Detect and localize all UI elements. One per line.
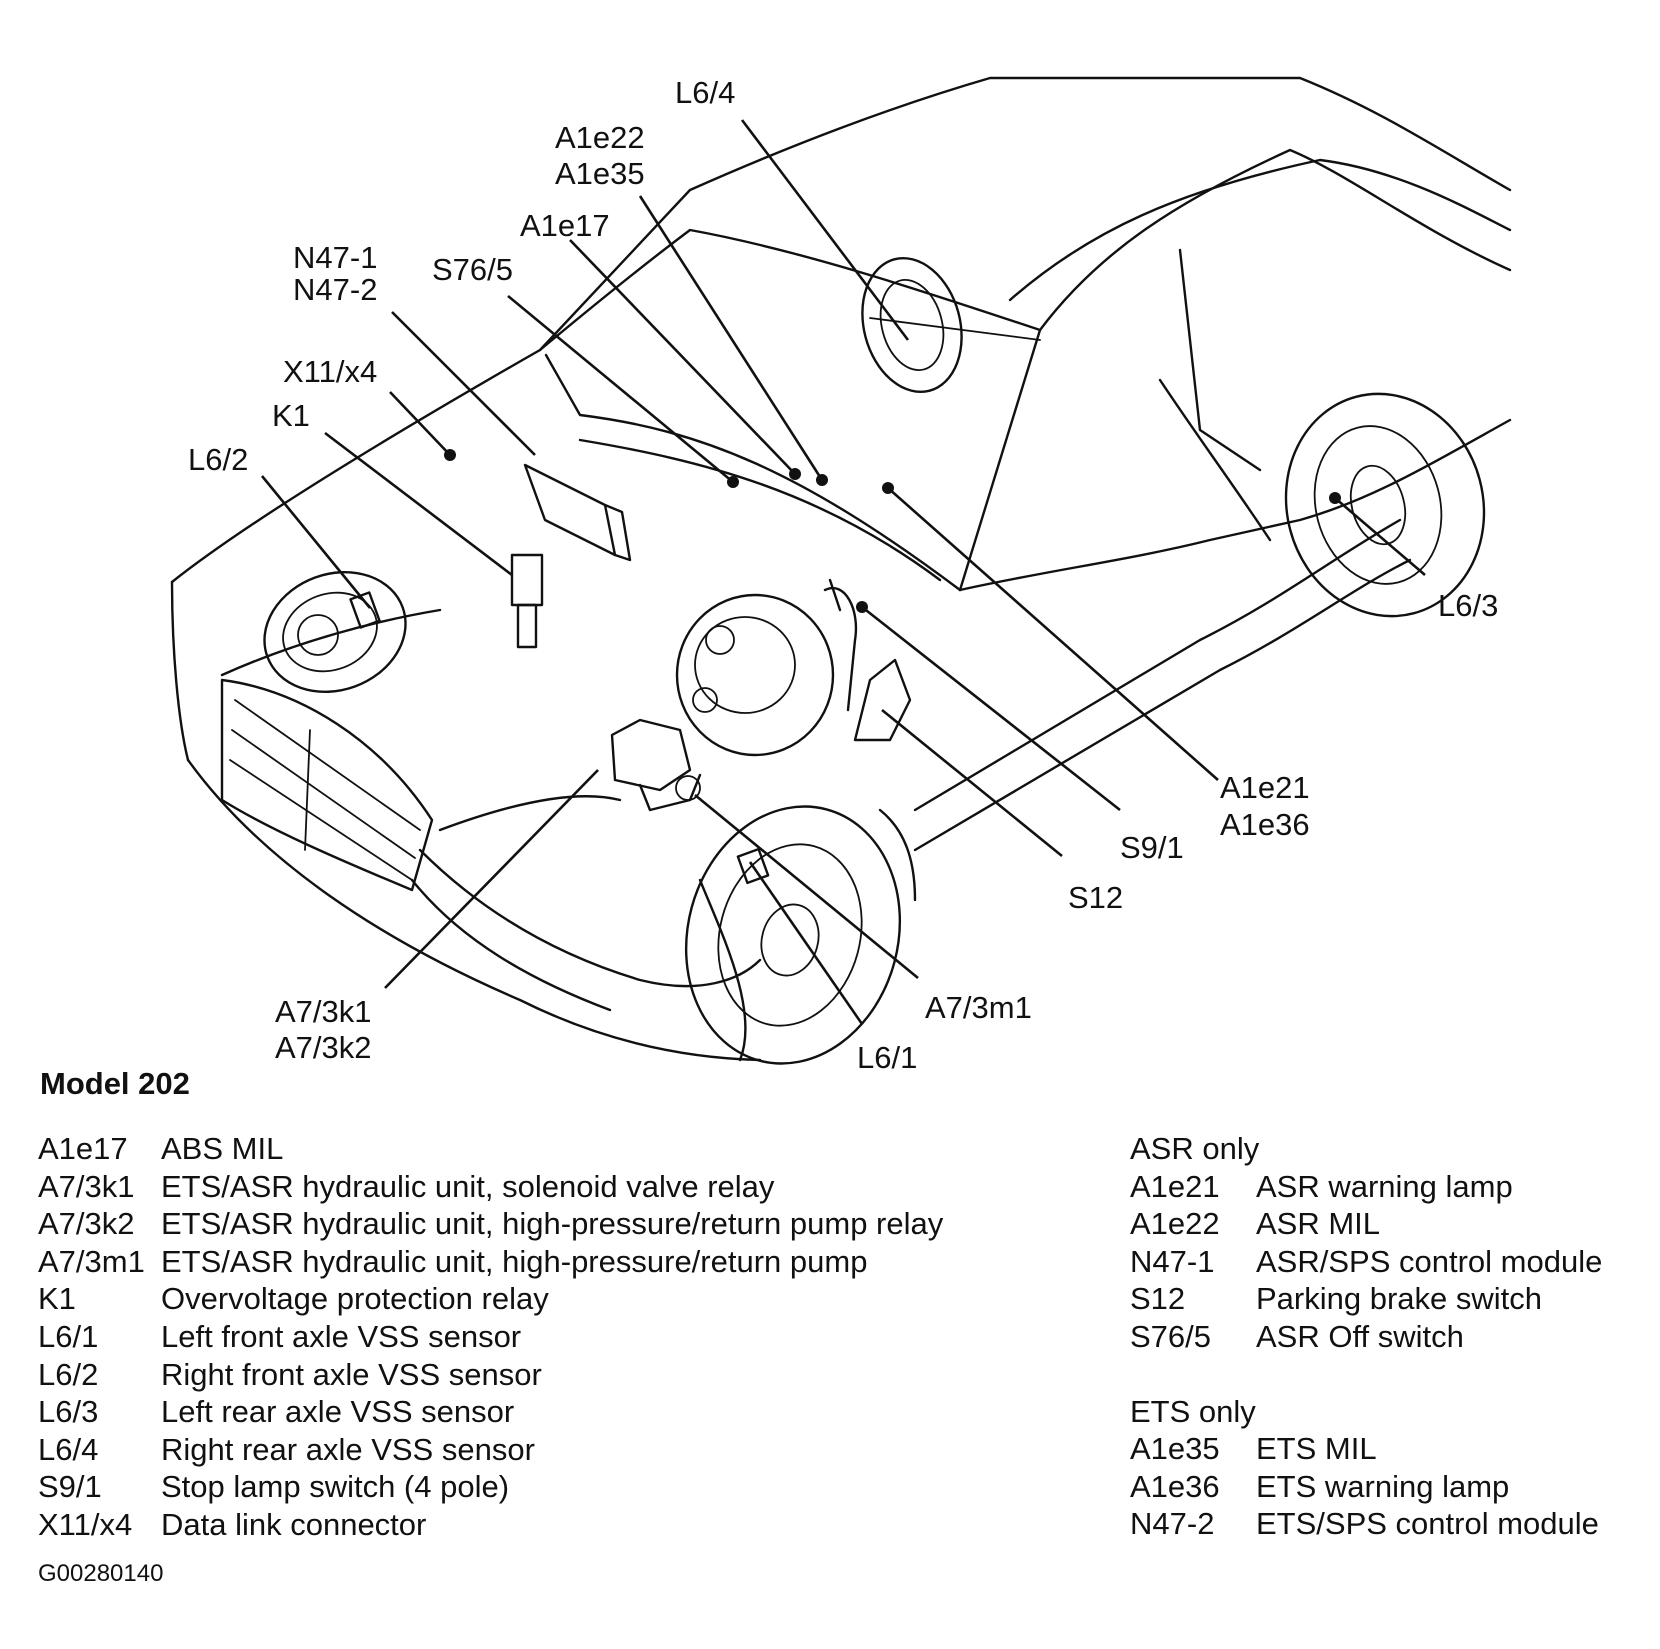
- legend-code: A1e21: [1130, 1168, 1220, 1204]
- car-component-diagram: L6/4 A1e22 A1e35 A1e17 N47-1 N47-2 S76/5…: [170, 75, 1512, 1075]
- callout-A7-3k1: A7/3k1: [275, 994, 372, 1029]
- legend-desc: Overvoltage protection relay: [161, 1281, 549, 1317]
- legend-row: L6/3 Left rear axle VSS sensor: [38, 1393, 943, 1431]
- callout-labels: L6/4 A1e22 A1e35 A1e17 N47-1 N47-2 S76/5…: [188, 75, 1498, 1075]
- legend-row: A7/3m1 ETS/ASR hydraulic unit, high-press…: [38, 1243, 943, 1281]
- legend-code: A1e35: [1130, 1431, 1220, 1467]
- legend-desc: ETS/SPS control module: [1256, 1506, 1599, 1542]
- legend-row: A1e21 ASR warning lamp: [1130, 1168, 1602, 1206]
- callout-X11-x4: X11/x4: [283, 354, 377, 389]
- legend-code: N47-1: [1130, 1243, 1215, 1279]
- legend-row: A1e17 ABS MIL: [38, 1130, 943, 1168]
- legend-desc: ETS/ASR hydraulic unit, high-pressure/re…: [161, 1206, 944, 1242]
- legend-desc: ASR warning lamp: [1256, 1168, 1513, 1204]
- callout-N47-1: N47-1: [293, 240, 377, 275]
- callout-A1e36: A1e36: [1220, 807, 1310, 842]
- legend-code: A1e17: [38, 1131, 128, 1166]
- legend-desc: Stop lamp switch (4 pole): [161, 1469, 510, 1505]
- legend-row: A1e35 ETS MIL: [1130, 1430, 1602, 1468]
- legend-code: L6/3: [38, 1394, 99, 1430]
- callout-N47-2: N47-2: [293, 272, 377, 307]
- control-module: [523, 463, 632, 562]
- grille: [220, 678, 434, 892]
- ets-group-title: ETS only: [1130, 1393, 1256, 1429]
- legend-row: X11/x4 Data link connector: [38, 1506, 943, 1544]
- callout-A1e21: A1e21: [1220, 770, 1310, 805]
- legend-code: A1e22: [1130, 1206, 1220, 1242]
- legend-desc: Data link connector: [161, 1506, 427, 1542]
- callout-L6-1: L6/1: [857, 1040, 917, 1075]
- legend-row: A7/3k1 ETS/ASR hydraulic unit, solenoid v…: [38, 1168, 943, 1206]
- legend-row: L6/2 Right front axle VSS sensor: [38, 1356, 943, 1394]
- legend-row: L6/1 Left front axle VSS sensor: [38, 1318, 943, 1356]
- legend-row: N47-2 ETS/SPS control module: [1130, 1505, 1602, 1543]
- relay: [510, 553, 544, 649]
- legend-desc: ASR Off switch: [1256, 1318, 1464, 1354]
- legend-row: K1 Overvoltage protection relay: [38, 1280, 943, 1318]
- legend-code: L6/2: [38, 1356, 99, 1392]
- legend-desc: Left rear axle VSS sensor: [161, 1394, 515, 1430]
- callout-A1e35: A1e35: [555, 156, 645, 191]
- legend-code: L6/4: [38, 1431, 99, 1467]
- figure-id: G00280140: [38, 1560, 164, 1587]
- callout-K1: K1: [272, 398, 310, 433]
- callout-A7-3k2: A7/3k2: [275, 1030, 372, 1065]
- model-title: Model 202: [40, 1066, 190, 1101]
- car-body: [170, 76, 1512, 1062]
- legend-row: N47-1 ASR/SPS control module: [1130, 1243, 1602, 1281]
- car-line-drawing: L6/4 A1e22 A1e35 A1e17 N47-1 N47-2 S76/5…: [170, 75, 1512, 1075]
- legend-row: S9/1 Stop lamp switch (4 pole): [38, 1468, 943, 1506]
- pointer-dots: [444, 449, 1341, 613]
- legend-code: A1e36: [1130, 1468, 1220, 1504]
- legend-desc: ETS MIL: [1256, 1431, 1377, 1467]
- legend-code: X11/x4: [38, 1506, 133, 1542]
- leader-lines: [260, 119, 1426, 1025]
- asr-group-title: ASR only: [1130, 1131, 1260, 1166]
- legend-row: S12 Parking brake switch: [1130, 1280, 1602, 1318]
- legend-desc: ETS/ASR hydraulic unit, solenoid valve r…: [161, 1168, 775, 1204]
- legend-code: N47-2: [1130, 1506, 1215, 1542]
- legend-code: L6/1: [38, 1318, 99, 1354]
- group-spacer: [1130, 1356, 1602, 1393]
- legend-code: S76/5: [1130, 1318, 1212, 1354]
- parking-brake-switch: [853, 658, 912, 742]
- legend-desc: ABS MIL: [161, 1131, 284, 1166]
- legend-row: A1e22 ASR MIL: [1130, 1205, 1602, 1243]
- callout-A1e22: A1e22: [555, 120, 645, 155]
- legend-desc: Parking brake switch: [1256, 1281, 1543, 1317]
- legend-code: S12: [1130, 1281, 1186, 1317]
- legend-desc: Right front axle VSS sensor: [161, 1356, 542, 1392]
- legend-code: K1: [38, 1281, 76, 1317]
- legend-code: S9/1: [38, 1469, 102, 1505]
- callout-L6-3: L6/3: [1438, 588, 1498, 623]
- legend-row: A7/3k2 ETS/ASR hydraulic unit, high-press…: [38, 1205, 943, 1243]
- hydraulic-unit: [610, 718, 702, 812]
- callout-S12: S12: [1068, 880, 1123, 915]
- callout-L6-4: L6/4: [675, 75, 735, 110]
- callout-A1e17: A1e17: [520, 208, 610, 243]
- legend-desc: Left front axle VSS sensor: [161, 1318, 522, 1354]
- callout-A7-3m1: A7/3m1: [925, 990, 1032, 1025]
- rear-right-wheel: [861, 256, 1041, 394]
- legend-desc: ASR MIL: [1256, 1206, 1381, 1242]
- legend-row: A1e36 ETS warning lamp: [1130, 1468, 1602, 1506]
- legend-desc: ETS/ASR hydraulic unit, high-pressure/re…: [161, 1243, 868, 1279]
- legend-code: A7/3k1: [38, 1168, 135, 1204]
- callout-S9-1: S9/1: [1120, 830, 1184, 865]
- legend-row: L6/4 Right rear axle VSS sensor: [38, 1431, 943, 1469]
- front-right-headlight: [263, 570, 407, 694]
- legend-desc: Right rear axle VSS sensor: [161, 1431, 535, 1467]
- legend-code: A7/3k2: [38, 1206, 135, 1242]
- front-left-wheel: [684, 805, 902, 1065]
- legend-desc: ASR/SPS control module: [1256, 1243, 1603, 1279]
- legend-desc: ETS warning lamp: [1256, 1468, 1510, 1504]
- legend-code: A7/3m1: [38, 1243, 145, 1279]
- brake-booster: [675, 578, 858, 757]
- callout-S76-5: S76/5: [432, 252, 513, 287]
- callout-L6-2: L6/2: [188, 442, 248, 477]
- legend-row: S76/5 ASR Off switch: [1130, 1318, 1602, 1356]
